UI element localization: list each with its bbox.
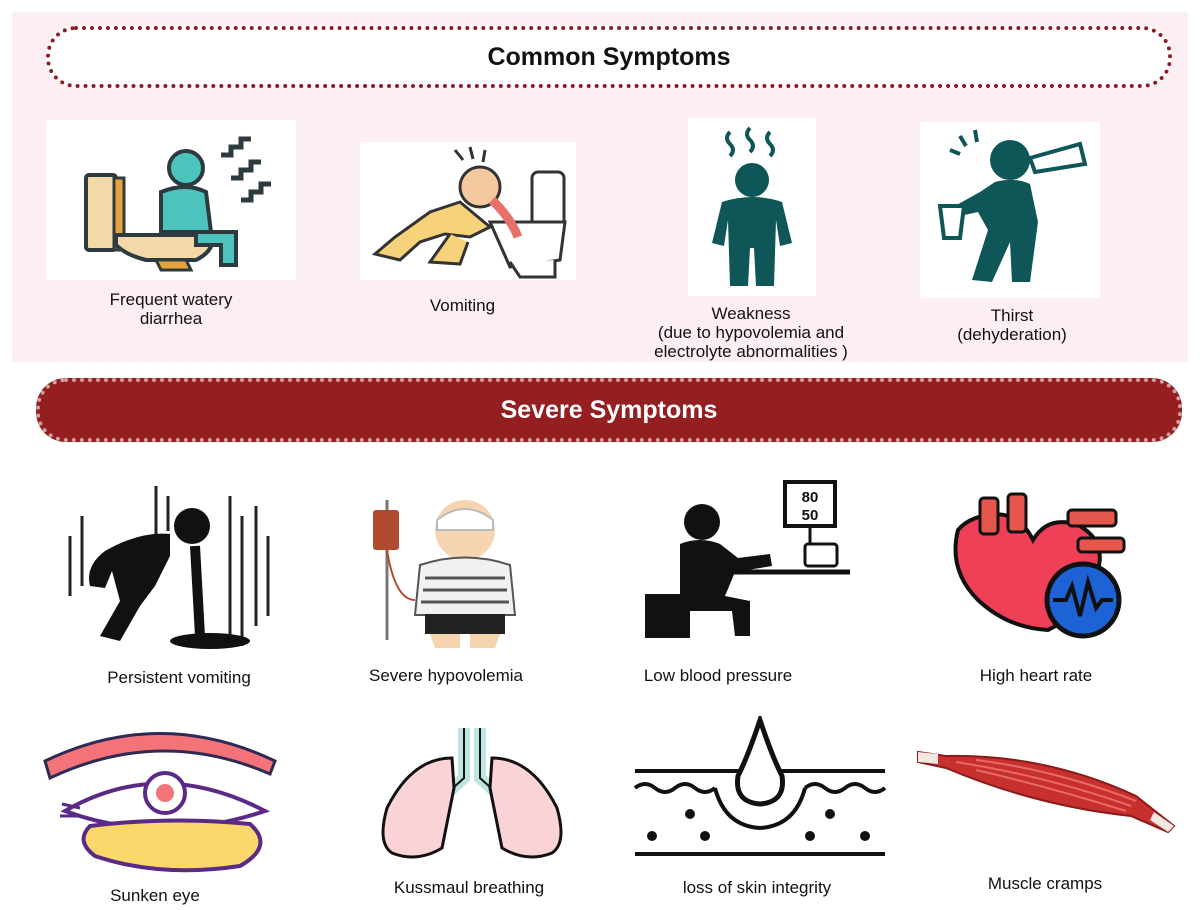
severe-symptoms-banner: Severe Symptoms: [36, 378, 1182, 442]
thirst-label: Thirst (dehyderation): [957, 306, 1067, 344]
blood-pressure-icon: 80 50: [640, 476, 855, 641]
sunken-eye-label: Sunken eye: [110, 886, 200, 905]
thirst-icon: [920, 122, 1100, 298]
bp-diastolic-value: 50: [802, 507, 819, 524]
common-symptoms-title: Common Symptoms: [487, 42, 731, 71]
heart-pulse-icon: [938, 490, 1130, 640]
severe-hypovolemia-label: Severe hypovolemia: [368, 666, 524, 685]
vomiting-icon: [360, 142, 576, 280]
iv-drip-patient-icon: [365, 490, 540, 650]
muscle-cramps-label: Muscle cramps: [987, 874, 1103, 893]
high-heart-rate-label: High heart rate: [979, 666, 1093, 685]
weakness-icon: [688, 118, 816, 296]
vomiting-label: Vomiting: [429, 296, 496, 315]
kussmaul-breathing-label: Kussmaul breathing: [393, 878, 545, 897]
persistent-vomiting-icon: [60, 476, 280, 651]
loss-of-skin-integrity-label: loss of skin integrity: [682, 878, 832, 897]
sunken-eye-icon: [40, 716, 280, 881]
skin-drop-icon: [630, 716, 890, 866]
low-blood-pressure-label: Low blood pressure: [643, 666, 793, 685]
weakness-label: Weakness (due to hypovolemia and electro…: [654, 304, 848, 361]
muscle-icon: [916, 746, 1178, 836]
bp-systolic-value: 80: [802, 489, 819, 506]
diarrhea-label: Frequent watery diarrhea: [109, 290, 233, 328]
toilet-diarrhea-icon: [46, 120, 296, 280]
persistent-vomiting-label: Persistent vomiting: [107, 668, 251, 687]
lungs-icon: [372, 718, 572, 868]
severe-symptoms-title: Severe Symptoms: [500, 395, 718, 424]
common-symptoms-banner: Common Symptoms: [46, 26, 1172, 88]
